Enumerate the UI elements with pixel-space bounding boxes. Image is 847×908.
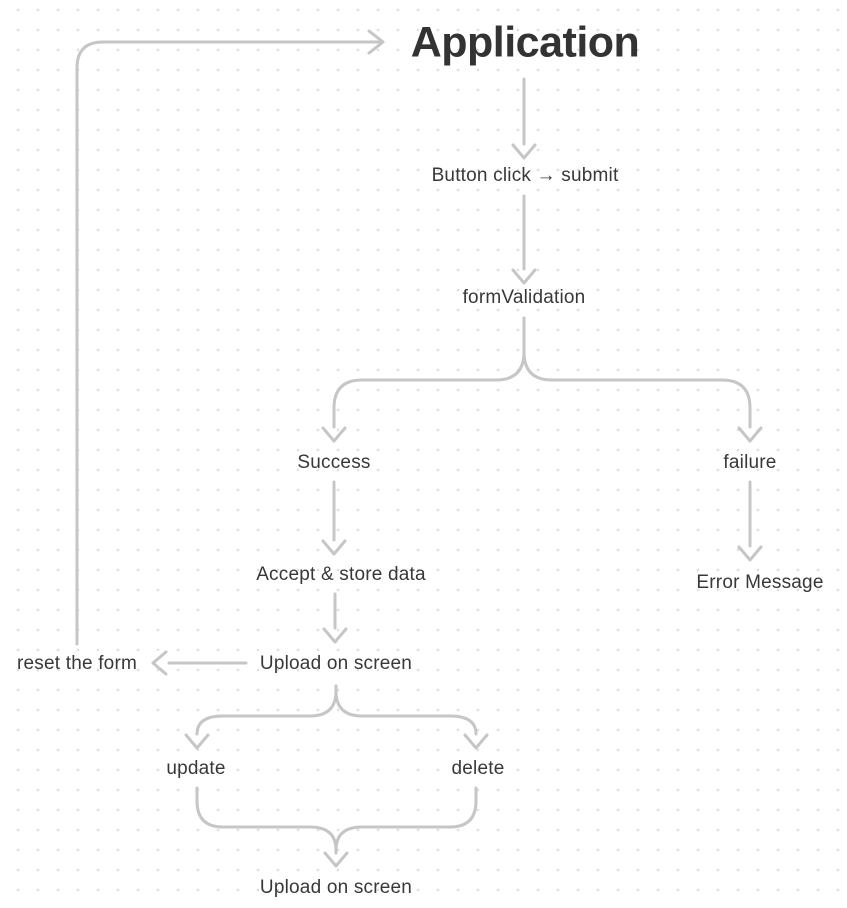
edge-form-validation-to-failure (522, 316, 763, 443)
node-reset-the-form: reset the form (16, 653, 138, 674)
edge-upload-to-reset-form (151, 650, 248, 676)
node-accept-store-data: Accept & store data (256, 564, 426, 585)
edge-failure-to-error-message (737, 480, 763, 562)
edge-reset-to-application (75, 29, 385, 646)
node-success: Success (297, 452, 371, 473)
node-button-click-submit: Button click → submit (431, 165, 619, 186)
edge-upload-to-update (184, 684, 338, 750)
node-upload-on-screen-bottom: Upload on screen (259, 877, 413, 898)
edge-button-click-to-form-validation (511, 194, 537, 285)
merge-arrowhead (323, 848, 349, 868)
node-failure: failure (723, 452, 777, 473)
edge-application-to-button-click (511, 77, 537, 160)
node-delete: delete (451, 758, 505, 779)
edge-upload-to-delete (334, 684, 489, 750)
node-application: Application (410, 18, 640, 67)
edge-delete-to-upload-bottom (334, 786, 478, 852)
node-update: update (166, 758, 226, 779)
edge-form-validation-to-success (321, 316, 526, 443)
node-upload-on-screen: Upload on screen (259, 653, 413, 674)
edge-success-to-accept-store (321, 480, 347, 556)
node-error-message: Error Message (696, 572, 824, 593)
node-form-validation: formValidation (462, 287, 586, 308)
edge-update-to-upload-bottom (195, 786, 338, 852)
edge-accept-store-to-upload (322, 592, 348, 644)
